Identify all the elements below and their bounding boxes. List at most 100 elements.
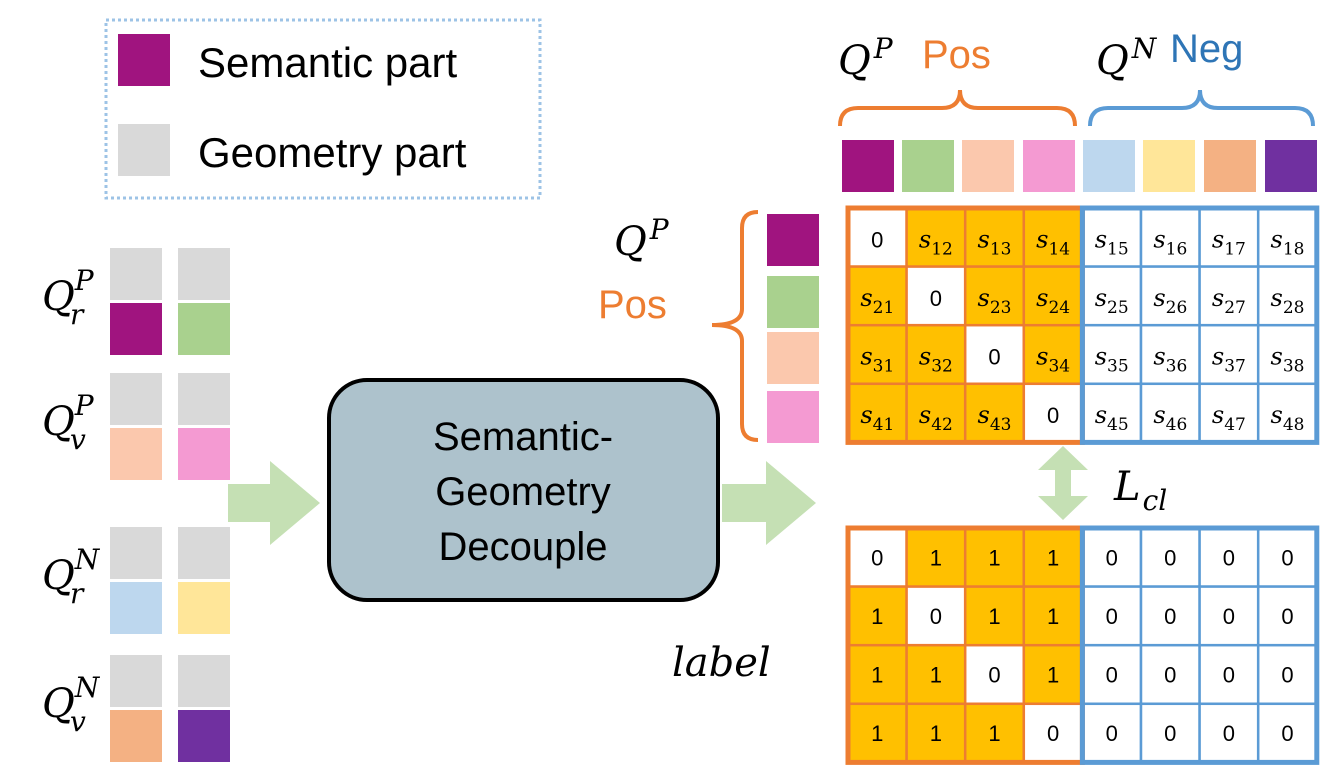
label-value: 0 — [1164, 663, 1176, 688]
top-query-swatch — [1265, 140, 1317, 192]
label-value: 0 — [1106, 545, 1118, 570]
geometry-part-swatch — [110, 373, 162, 425]
similarity-value: s12 — [919, 225, 953, 259]
label-value: 1 — [988, 545, 1000, 570]
top-query-swatch — [1143, 140, 1195, 192]
similarity-value: s37 — [1212, 343, 1246, 377]
similarity-value: s38 — [1271, 343, 1305, 377]
similarity-value: 0 — [930, 286, 942, 311]
matrix-cell — [1256, 702, 1319, 764]
matrix-cell — [963, 265, 1026, 327]
similarity-value: s45 — [1095, 401, 1129, 435]
label-value: 1 — [988, 721, 1000, 746]
similarity-value: s15 — [1095, 225, 1129, 259]
label-value: 1 — [871, 663, 883, 688]
matrix-cell — [1139, 382, 1201, 444]
geometry-part-swatch — [178, 373, 230, 425]
contrastive-loss: Lcl — [1038, 446, 1167, 520]
label-caption: label — [672, 640, 771, 686]
decouple-box-shape — [327, 378, 720, 602]
input-arrow — [228, 461, 320, 545]
top-query-swatch — [1204, 140, 1256, 192]
label-value: 1 — [871, 721, 883, 746]
legend-geometry-label: Geometry part — [198, 129, 467, 176]
side-query-swatch — [767, 214, 819, 266]
similarity-value: s27 — [1212, 284, 1246, 318]
matrix-cell — [963, 643, 1026, 706]
label-value: 1 — [1047, 545, 1059, 570]
top-query-swatch — [902, 140, 954, 192]
semantic-part-swatch — [110, 303, 162, 355]
side-query-swatch — [767, 276, 819, 328]
decouple-box-line-1: Semantic- — [433, 415, 613, 459]
top-query-swatch — [1023, 140, 1075, 192]
label-value: 0 — [1281, 545, 1293, 570]
label-value: 0 — [1223, 721, 1235, 746]
semantic-part-swatch — [178, 428, 230, 480]
matrix-cell — [1139, 702, 1201, 764]
negative-block-frame — [1079, 525, 1320, 765]
label-value: 1 — [871, 604, 883, 629]
matrix-cell — [1198, 323, 1260, 386]
matrix-cell — [846, 643, 908, 706]
matrix-cell — [1022, 702, 1084, 764]
side-pos-brace — [711, 210, 759, 442]
legend-frame — [104, 18, 542, 200]
similarity-value: s35 — [1095, 343, 1129, 377]
side-query-swatch — [767, 391, 819, 443]
matrix-cell — [1256, 643, 1319, 706]
label-value: 1 — [1047, 604, 1059, 629]
label-value: 0 — [1106, 604, 1118, 629]
label-value: 1 — [930, 545, 942, 570]
matrix-cell — [1256, 206, 1319, 268]
matrix-cell — [1081, 265, 1143, 327]
side-header-swatches — [767, 214, 819, 443]
similarity-value: s14 — [1036, 225, 1070, 259]
semantic-part-swatch — [110, 710, 162, 762]
loss-label: Lcl — [1113, 464, 1167, 517]
label-value: 0 — [988, 663, 1000, 688]
matrix-cell — [963, 702, 1026, 764]
similarity-value: s16 — [1153, 225, 1187, 259]
label-value: 1 — [930, 663, 942, 688]
matrix-cell — [1022, 323, 1084, 386]
loss-double-arrow — [1038, 446, 1088, 520]
decouple-box-line-3: Decouple — [438, 525, 607, 569]
similarity-value: s42 — [919, 401, 953, 435]
similarity-value: s25 — [1095, 284, 1129, 318]
geometry-part-swatch — [178, 248, 230, 300]
neg-top-brace — [1088, 89, 1315, 127]
matrix-cell — [905, 585, 967, 647]
similarity-value: s18 — [1271, 225, 1305, 259]
label-value: 0 — [1106, 721, 1118, 746]
similarity-value: s47 — [1212, 401, 1246, 435]
label-value: 1 — [1047, 663, 1059, 688]
similarity-value: s43 — [978, 401, 1012, 435]
legend-semantic-label: Semantic part — [198, 39, 457, 86]
similarity-value: s48 — [1271, 401, 1305, 435]
matrix-cell — [905, 702, 967, 764]
label-value: 0 — [1281, 721, 1293, 746]
similarity-value: s21 — [860, 284, 894, 318]
decouple-box-line-2: Geometry — [435, 470, 611, 514]
geometry-part-swatch — [110, 527, 162, 579]
pos-top-brace — [838, 89, 1077, 127]
top-query-swatch — [842, 140, 894, 192]
matrix-cell — [1198, 382, 1260, 444]
semantic-part-swatch — [110, 582, 162, 634]
semantic-geometry-decouple-box: Semantic- Geometry Decouple — [327, 378, 720, 602]
semantic-part-swatch — [178, 710, 230, 762]
label-value: 0 — [1164, 545, 1176, 570]
matrix-cell — [963, 585, 1026, 647]
label-value: 0 — [871, 545, 883, 570]
